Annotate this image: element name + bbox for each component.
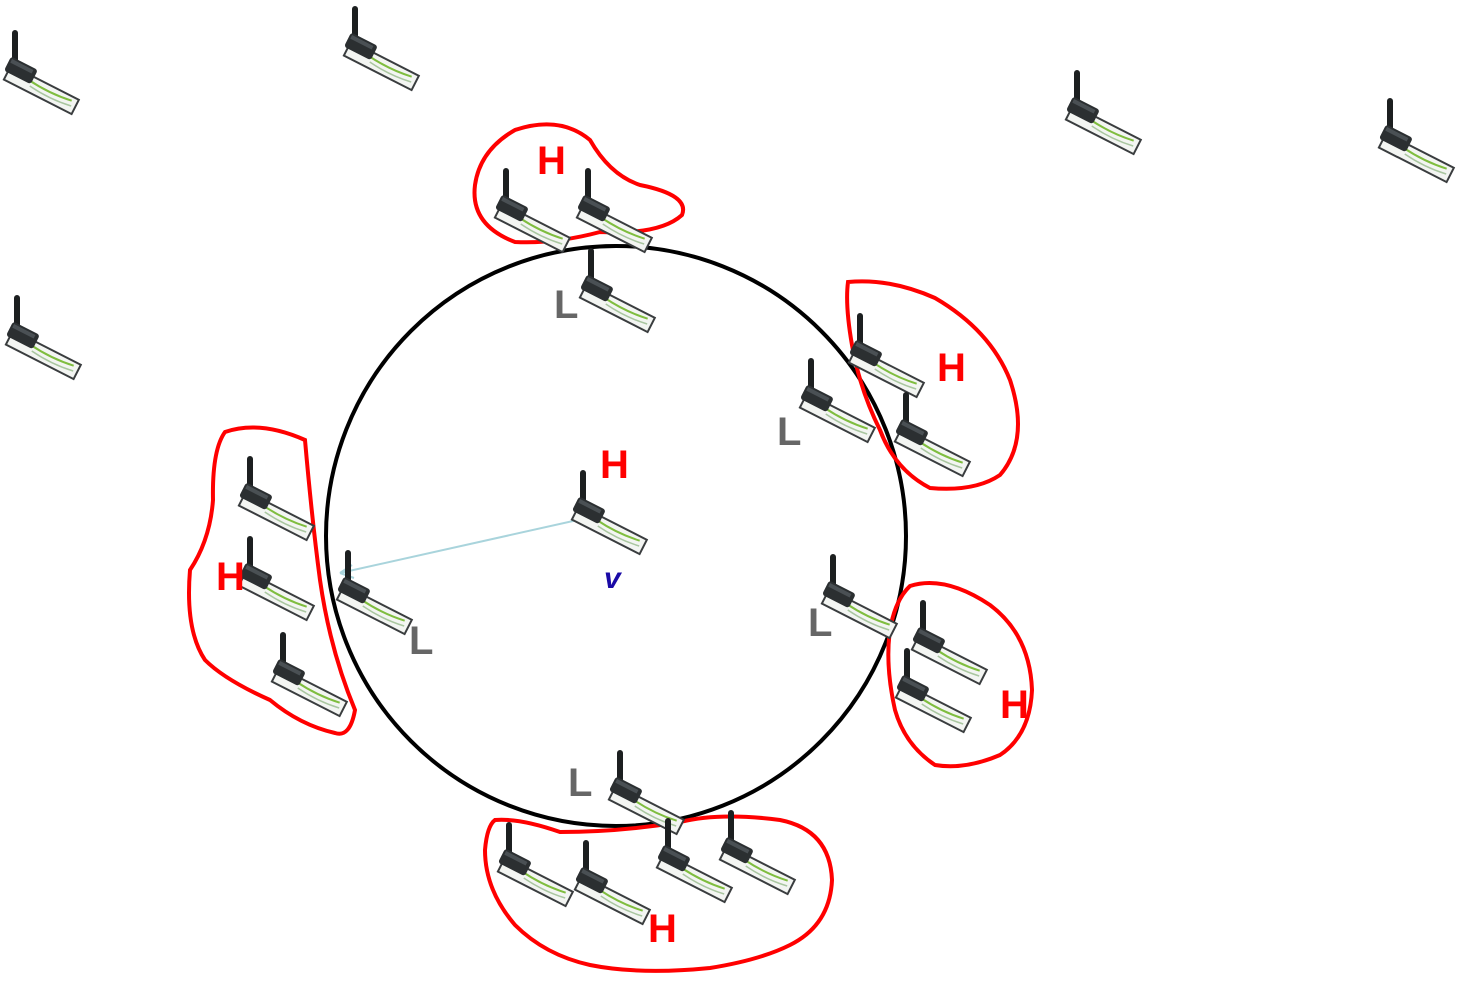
label-h-top: H: [537, 139, 566, 183]
label-l-bottom: L: [568, 761, 592, 805]
node-top-2: [573, 168, 655, 252]
node-far-3: [1062, 70, 1144, 154]
node-right-lower-1: [908, 600, 990, 684]
node-bottom-1: [494, 822, 576, 906]
label-l-top: L: [554, 283, 578, 327]
node-far-4: [1375, 98, 1457, 182]
label-l-right-upper: L: [777, 410, 801, 454]
node-l-top: [576, 248, 658, 332]
node-l-left: [333, 550, 415, 634]
node-right-upper-2: [891, 392, 973, 476]
label-h-right-lower: H: [1000, 683, 1029, 727]
range-arrow: [340, 515, 600, 578]
label-h-right-upper: H: [937, 346, 966, 390]
node-right-upper-1: [845, 313, 927, 397]
node-left-2: [235, 536, 317, 620]
node-left-1: [235, 456, 317, 540]
node-l-bottom: [605, 750, 687, 834]
label-l-left: L: [409, 619, 433, 663]
label-h-bottom: H: [648, 907, 677, 951]
node-far-2: [340, 6, 422, 90]
label-node-v: v: [604, 562, 623, 595]
node-bottom-2: [571, 840, 653, 924]
label-l-right-lower: L: [808, 601, 832, 645]
label-h-center: H: [600, 443, 629, 487]
label-h-left: H: [216, 555, 245, 599]
node-far-1: [0, 30, 82, 114]
node-left-3: [268, 632, 350, 716]
node-far-5: [2, 295, 84, 379]
